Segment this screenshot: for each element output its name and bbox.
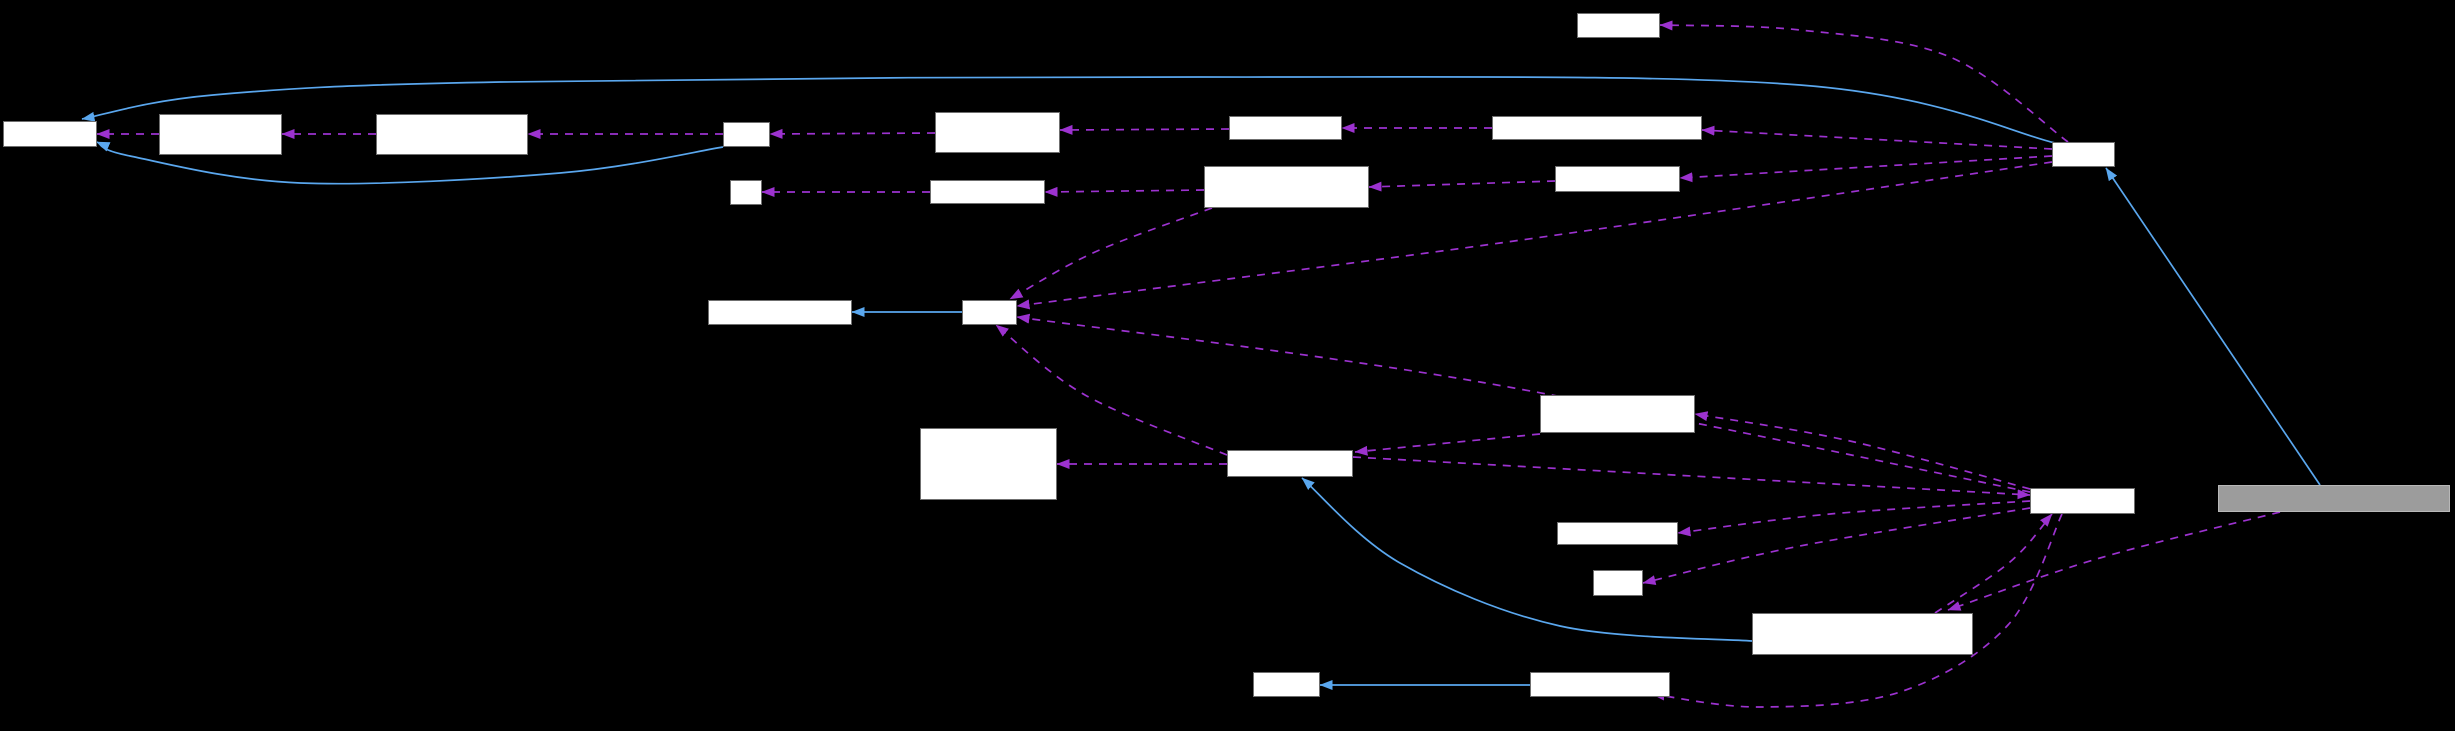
edge-moduleparamlist-to-map-moduleparamptr xyxy=(1368,180,1556,192)
edge-dbstoreentry-to-unordered-set-dbaccessorbase xyxy=(1694,411,2031,490)
node-intervalofvalidity[interactable] xyxy=(1557,522,1678,545)
edge-shared-ptr-path-to-path xyxy=(769,128,936,139)
edge-roifindingconditionfromdbmodule-to-dbobjptr-roisimulationparameters xyxy=(1947,511,2281,611)
edge-module-to-pathelement xyxy=(81,75,2056,144)
edge-map-moduleparamptr-to-string xyxy=(1009,207,1213,300)
node-list-shared-ptr-pathelement[interactable] xyxy=(376,114,528,155)
node-pathelement[interactable] xyxy=(3,121,97,147)
edge-module-to-vector-modulecondition xyxy=(1701,125,2053,150)
edge-dbaccessorbase-to-string xyxy=(995,324,1228,456)
node-dbobjptr-roisimulationparameters[interactable] xyxy=(1752,613,1973,655)
node-string[interactable] xyxy=(962,300,1017,325)
node-shared-ptr-t[interactable] xyxy=(930,180,1045,204)
node-roifindingconditionfromdbmodule xyxy=(2218,485,2450,512)
node-dbstoreentry[interactable] xyxy=(2030,488,2135,514)
node-unordered-set-dbaccessorbase[interactable] xyxy=(1540,395,1695,433)
node-tfile[interactable] xyxy=(1593,570,1643,596)
edge-dbstoreentry-to-tfile xyxy=(1642,507,2031,585)
edge-roifindingconditionfromdbmodule-to-module xyxy=(2105,167,2321,486)
edge-modulecondition-to-shared-ptr-path xyxy=(1059,124,1230,135)
node-map-moduleparamptr[interactable] xyxy=(1204,166,1369,208)
edge-module-to-string xyxy=(1016,161,2053,310)
node-module[interactable] xyxy=(2052,142,2115,167)
node-basic-string-char[interactable] xyxy=(708,300,852,325)
node-dbaccessorbase[interactable] xyxy=(1227,450,1353,477)
edge-dbobjptr-roisimulationparameters-to-dbstoreentry xyxy=(1934,513,2053,614)
edge-dbstoreentry-to-intrarundependency xyxy=(1651,513,2063,708)
edge-module-to-logconfig xyxy=(1659,20,2069,143)
edge-dbaccessorbase-to-dbstoreentry xyxy=(1352,456,2031,500)
node-moduleparamlist[interactable] xyxy=(1555,166,1680,192)
edge-dbstoreentry-to-string xyxy=(1016,313,2031,493)
node-logconfig[interactable] xyxy=(1577,13,1660,38)
node-t[interactable] xyxy=(730,180,762,205)
node-tobject[interactable] xyxy=(1253,672,1320,697)
node-shared-ptr-pathelement[interactable] xyxy=(159,114,282,155)
node-modulecondition[interactable] xyxy=(1229,116,1342,140)
edge-dbobjptr-roisimulationparameters-to-dbaccessorbase xyxy=(1301,477,1753,642)
node-intrarundependency[interactable] xyxy=(1530,672,1670,697)
edge-module-to-moduleparamlist xyxy=(1679,155,2053,183)
edge-unordered-set-dbaccessorbase-to-dbaccessorbase xyxy=(1354,433,1541,456)
node-vector-modulecondition[interactable] xyxy=(1492,116,1702,140)
edge-map-moduleparamptr-to-shared-ptr-t xyxy=(1044,186,1205,197)
node-shared-ptr-path[interactable] xyxy=(935,112,1060,153)
node-path[interactable] xyxy=(723,122,770,147)
edge-path-to-pathelement xyxy=(96,141,724,185)
node-vector-pair-function[interactable] xyxy=(920,428,1057,500)
edge-dbstoreentry-to-intervalofvalidity xyxy=(1677,500,2031,537)
